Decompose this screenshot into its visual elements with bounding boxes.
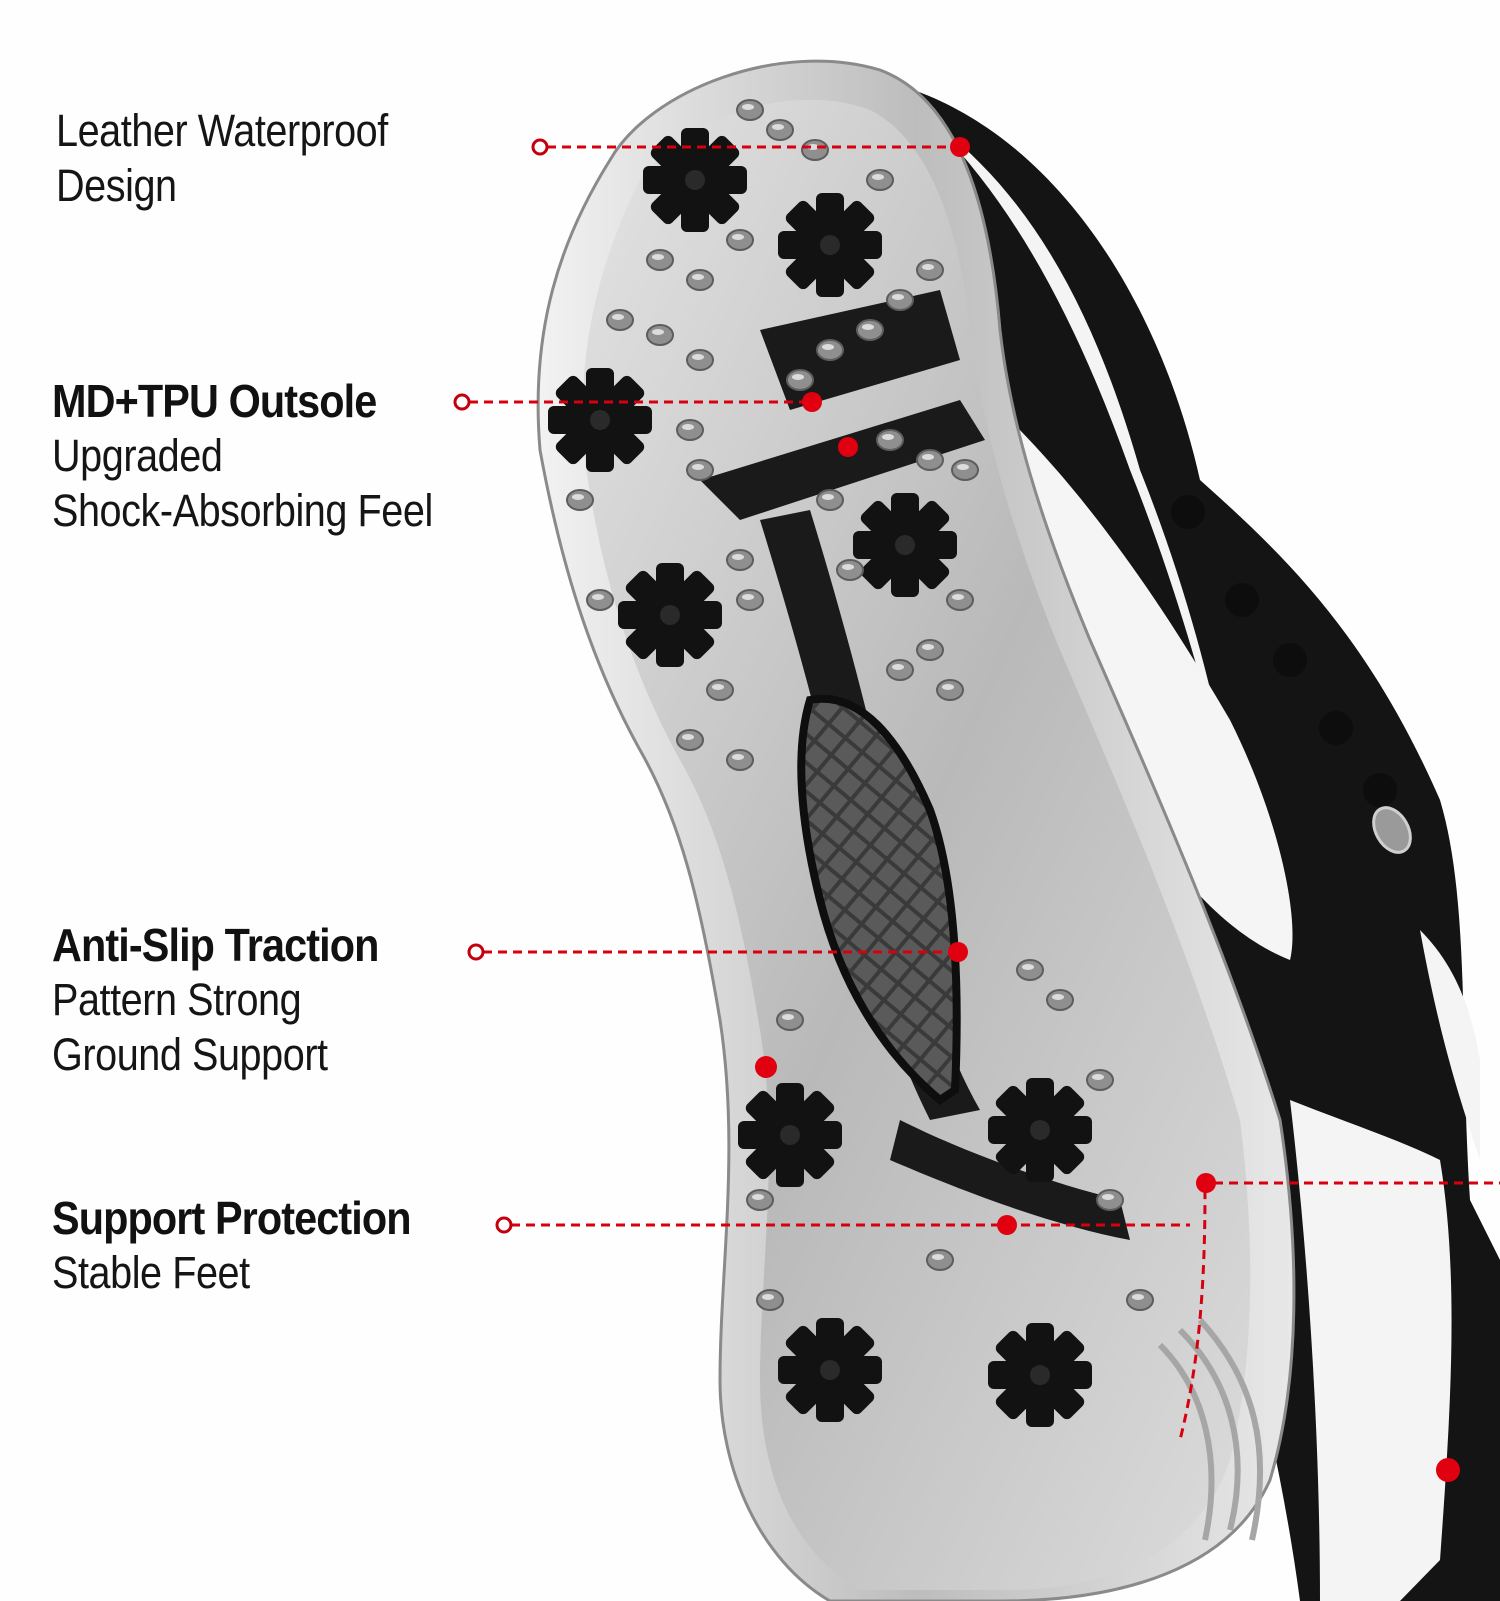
- callout-line: Pattern Strong: [52, 974, 302, 1026]
- shoe-upper: [880, 80, 1500, 1601]
- callout-outsole: MD+TPU Outsole Upgraded Shock-Absorbing …: [52, 373, 485, 539]
- callout-waterproof: Leather Waterproof Design: [56, 104, 433, 214]
- callout-line: Stable Feet: [52, 1247, 250, 1299]
- callout-title: Anti-Slip Traction: [52, 919, 379, 971]
- callout-title: MD+TPU Outsole: [52, 375, 377, 427]
- callout-traction: Anti-Slip Traction Pattern Strong Ground…: [52, 917, 415, 1083]
- callout-line: Upgraded: [52, 430, 223, 482]
- brand-emblem-icon: [1372, 806, 1412, 854]
- callout-support: Support Protection Stable Feet: [52, 1190, 451, 1301]
- callout-line: Shock-Absorbing Feel: [52, 485, 433, 536]
- callout-title: Support Protection: [52, 1192, 412, 1244]
- arch-traction-panel: [797, 694, 961, 1105]
- callout-line: Design: [56, 159, 177, 211]
- callout-line: Ground Support: [52, 1029, 328, 1080]
- callout-line: Leather Waterproof: [56, 105, 388, 156]
